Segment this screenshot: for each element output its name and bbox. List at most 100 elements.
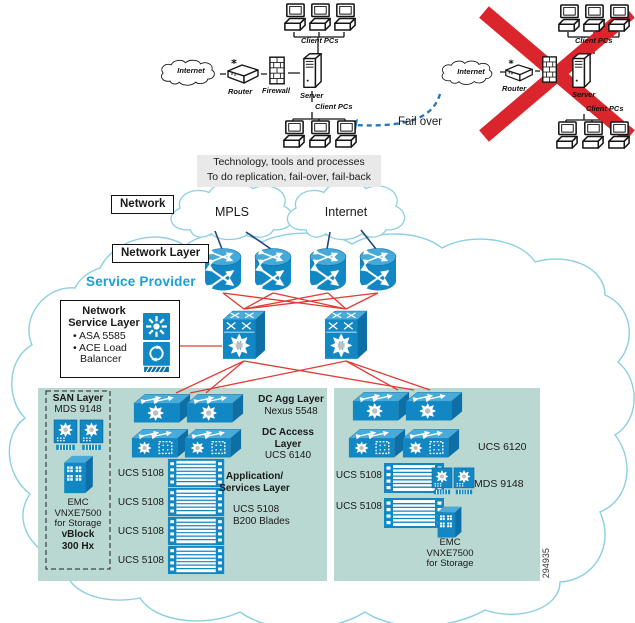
dc-agg-switch-icon xyxy=(353,392,409,420)
left-storage-line3: for Storage xyxy=(54,518,102,529)
core-switch-icon xyxy=(325,311,367,359)
server-icon-failed xyxy=(572,53,591,89)
router-icon xyxy=(227,58,259,84)
mpls-cloud-label: MPLS xyxy=(214,205,250,219)
nsl-bullet-ace: • ACE Load Balancer xyxy=(73,341,127,365)
ucs-6140-icon xyxy=(132,429,188,457)
server-icon xyxy=(303,53,322,89)
router-icon-failed xyxy=(505,58,533,82)
process-box: Technology, tools and processes To do re… xyxy=(197,155,381,187)
client-pc-icon xyxy=(608,121,630,149)
nexus-5548-icon xyxy=(187,394,243,422)
right-clients-bottom-label: Client PCs xyxy=(586,104,624,113)
process-box-line2: To do replication, fail-over, fail-back xyxy=(207,171,371,183)
right-mds-label: MDS 9148 xyxy=(474,478,524,490)
client-pc-icon xyxy=(556,121,578,149)
nexus-5548-icon xyxy=(134,394,190,422)
left-clients-bottom-label: Client PCs xyxy=(315,102,353,111)
right-storage-line1: EMC xyxy=(439,537,461,548)
right-storage-label: EMC VNXE7500 for Storage xyxy=(420,537,480,570)
edge-router-icon xyxy=(205,249,241,291)
san-layer-dashed-box xyxy=(45,390,111,570)
dc-access-line1: DC Access xyxy=(262,427,314,438)
mds-9148-icon xyxy=(80,420,103,450)
wan-router-links xyxy=(214,229,377,250)
ucs-6120-icon xyxy=(349,429,405,457)
blades-line1: UCS 5108 xyxy=(233,504,280,515)
ucs-6120-icon xyxy=(403,429,459,457)
network-layer-label-box: Network Layer xyxy=(112,244,210,264)
failed-site-x-mark xyxy=(479,6,635,142)
vblock-line2: 300 Hx xyxy=(61,540,95,552)
dc-agg-line1: DC Agg Layer xyxy=(258,394,324,405)
mds-9148-icon xyxy=(54,420,77,450)
router-switch-mesh xyxy=(175,292,431,394)
ucs-5108-chassis-icon xyxy=(167,516,225,546)
internet-wan-cloud xyxy=(286,181,406,241)
dc-agg-switch-icon xyxy=(406,392,462,420)
left-router-label: Router xyxy=(228,87,253,96)
san-layer-title: SAN Layer xyxy=(52,393,104,404)
process-box-line1: Technology, tools and processes xyxy=(213,156,365,168)
right-server-label: Server xyxy=(572,90,596,99)
dc-access-line2: Layer xyxy=(274,438,302,450)
app-layer-line1: Application/ xyxy=(225,471,284,482)
ucs-5108-chassis-icon xyxy=(167,545,225,575)
service-provider-label: Service Provider xyxy=(86,274,196,289)
client-pc-icon xyxy=(334,3,356,31)
client-pc-icon xyxy=(335,120,357,148)
network-service-layer-box: Network Service Layer • ASA 5585 • ACE L… xyxy=(60,300,180,378)
emc-storage-icon xyxy=(64,455,93,494)
left-clients-top-label: Client PCs xyxy=(301,36,339,45)
vblock-line1: vBlock xyxy=(61,529,95,540)
figure-number: 294935 xyxy=(540,548,551,579)
nsl-title-line2: Service Layer xyxy=(68,317,140,329)
edge-router-icon xyxy=(360,249,396,291)
b200-blades-label: UCS 5108 B200 Blades xyxy=(233,504,290,527)
right-router-label: Router xyxy=(502,84,527,93)
right-internet-label: Internet xyxy=(457,67,485,76)
nsl-bullet-asa: • ASA 5585 xyxy=(73,330,126,342)
dc-access-layer-label: DC Access Layer UCS 6140 xyxy=(248,427,328,462)
edge-router-icon xyxy=(255,249,291,291)
client-pc-icon xyxy=(309,3,331,31)
ucs5108-label-1: UCS 5108 xyxy=(117,468,164,479)
left-storage-line2: VNXE7500 xyxy=(54,507,102,519)
application-services-layer-label: Application/ Services Layer xyxy=(207,471,302,494)
vblock-label: vBlock 300 Hx xyxy=(48,529,108,552)
client-pc-icon xyxy=(283,120,305,148)
left-server-label: Server xyxy=(300,91,324,100)
mds-9148-icon xyxy=(454,468,474,494)
right-storage-line2: VNXE7500 xyxy=(426,547,474,559)
network-label-box: Network xyxy=(111,195,175,215)
san-layer-model: MDS 9148 xyxy=(54,404,102,415)
client-pc-icon xyxy=(558,4,580,32)
ucs-5108-chassis-icon xyxy=(384,497,445,529)
left-internet-label: Internet xyxy=(177,66,205,75)
client-pc-icon xyxy=(583,4,605,32)
right-clients-top-label: Client PCs xyxy=(575,36,613,45)
mds-9148-icon xyxy=(432,468,452,494)
app-layer-line2: Services Layer xyxy=(219,482,290,494)
network-service-layer-bullets: • ASA 5585 • ACE Load Balancer xyxy=(73,330,147,366)
ucs6120-label: UCS 6120 xyxy=(478,441,527,453)
edge-router-icon xyxy=(310,249,346,291)
emc-storage-icon xyxy=(437,506,462,538)
network-service-layer-title: Network Service Layer xyxy=(63,305,145,329)
dc-agg-line2: Nexus 5548 xyxy=(264,405,318,417)
left-firewall-label: Firewall xyxy=(262,86,290,95)
left-storage-line1: EMC xyxy=(67,497,89,508)
ucs5108-label-4: UCS 5108 xyxy=(117,555,164,566)
client-pc-icon xyxy=(284,3,306,31)
mpls-cloud xyxy=(170,181,294,241)
right-ucs5108-label-1: UCS 5108 xyxy=(335,470,382,481)
core-switch-icon xyxy=(223,311,265,359)
firewall-icon-failed xyxy=(542,56,558,83)
failover-label: Fail over xyxy=(398,116,443,128)
left-storage-label: EMC VNXE7500 for Storage xyxy=(48,497,108,530)
ucs5108-label-3: UCS 5108 xyxy=(117,526,164,537)
ucs-6140-icon xyxy=(185,429,241,457)
nsl-title-line1: Network xyxy=(82,305,126,317)
